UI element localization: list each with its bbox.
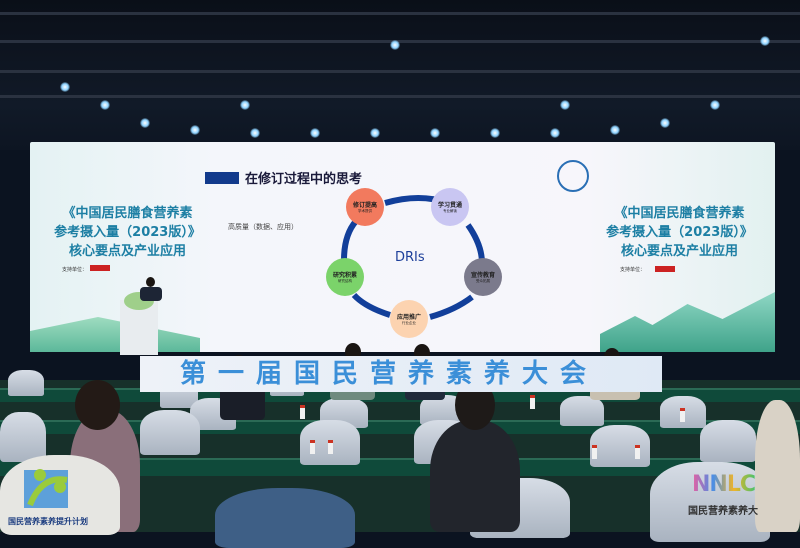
right-support-label: 支持单位： [620, 267, 646, 273]
slide-title: 在修订过程中的思考 [205, 168, 362, 187]
nnlc-logo-text: 国民营养素养大 [688, 506, 758, 517]
right-panel-title: 《中国居民膳食营养素 参考摄入量（2023版）》 核心要点及产业应用 [592, 204, 767, 261]
stage-light [610, 125, 620, 135]
water-bottle [592, 445, 597, 459]
chair [700, 420, 756, 462]
speaker-body [140, 287, 162, 301]
stage-light [240, 100, 250, 110]
chair [590, 425, 650, 467]
stage-light [250, 128, 260, 138]
chair [140, 410, 200, 455]
right-panel-graphic [600, 292, 775, 352]
node-label: 应用推广 [396, 314, 421, 321]
nutrition-plan-logo-text: 国民营养素养提升计划 [8, 517, 88, 526]
cycle-node: 修订提高学术提供 [346, 188, 384, 226]
attendee [755, 400, 800, 532]
slide-note: 高质量（数据、应用） [228, 223, 298, 231]
ceiling [0, 0, 800, 150]
chair [8, 370, 44, 396]
node-sub: 行业企业 [402, 321, 416, 325]
stage-light [60, 82, 70, 92]
stage-light [310, 128, 320, 138]
cycle-node: 研究积累研究结构 [326, 258, 364, 296]
attendee-head [75, 380, 120, 430]
cycle-node: 学习贯通专业解读 [431, 188, 469, 226]
cycle-node: 宣传教育受众拓展 [464, 258, 502, 296]
node-sub: 专业解读 [443, 209, 457, 213]
water-bottle [310, 440, 315, 454]
water-bottle [635, 445, 640, 459]
title-line: 核心要点及产业应用 [68, 244, 186, 259]
left-support-label: 支持单位： [62, 267, 88, 273]
sponsor-logo [90, 265, 110, 271]
node-label: 学习贯通 [437, 202, 462, 209]
attendee [215, 488, 355, 548]
title-line: 《中国居民膳食营养素 [614, 206, 745, 221]
truss [0, 95, 800, 98]
left-panel-graphic [30, 317, 200, 352]
sponsor-logo [655, 266, 675, 272]
arrow [429, 294, 474, 320]
speaker [146, 277, 155, 287]
stage-light [760, 36, 770, 46]
attendee [430, 420, 520, 532]
node-label: 宣传教育 [470, 272, 495, 279]
title-line: 参考摄入量（2023版）》 [54, 225, 201, 240]
chair [650, 462, 770, 542]
cycle-node: 应用推广行业企业 [390, 300, 428, 338]
node-label: 研究积累 [332, 272, 357, 279]
chair [560, 396, 604, 426]
water-bottle [328, 440, 333, 454]
node-label: 修订提高 [352, 202, 377, 209]
stage-light [490, 128, 500, 138]
nnlc-logo: NNLC [692, 472, 756, 497]
left-panel-title: 《中国居民膳食营养素 参考摄入量（2023版）》 核心要点及产业应用 [40, 204, 215, 261]
slide-title-text: 在修订过程中的思考 [245, 172, 363, 187]
truss [0, 70, 800, 73]
node-sub: 研究结构 [338, 279, 352, 283]
nutrition-plan-logo-icon [24, 469, 68, 508]
water-bottle [530, 395, 535, 409]
stage-light [370, 128, 380, 138]
truss [0, 12, 800, 15]
stage-light [140, 118, 150, 128]
node-sub: 学术提供 [358, 209, 372, 213]
arrow [341, 219, 359, 261]
water-bottle [300, 405, 305, 419]
stage-light [660, 118, 670, 128]
node-sub: 受众拓展 [476, 279, 490, 283]
title-line: 《中国居民膳食营养素 [62, 206, 193, 221]
organization-seal-icon [557, 160, 589, 192]
stage-light [100, 100, 110, 110]
stage-light [390, 40, 400, 50]
stage-light [190, 125, 200, 135]
truss [0, 40, 800, 43]
dris-label: DRIs [395, 250, 425, 265]
stage-banner: 第一届国民营养素养大会 [140, 356, 662, 392]
title-bar-icon [205, 171, 239, 184]
chair [0, 412, 46, 462]
stage-light [550, 128, 560, 138]
title-line: 参考摄入量（2023版）》 [606, 225, 753, 240]
water-bottle [680, 408, 685, 422]
stage-light [560, 100, 570, 110]
arrow [351, 292, 391, 318]
stage-light [430, 128, 440, 138]
stage-light [710, 100, 720, 110]
title-line: 核心要点及产业应用 [620, 244, 738, 259]
